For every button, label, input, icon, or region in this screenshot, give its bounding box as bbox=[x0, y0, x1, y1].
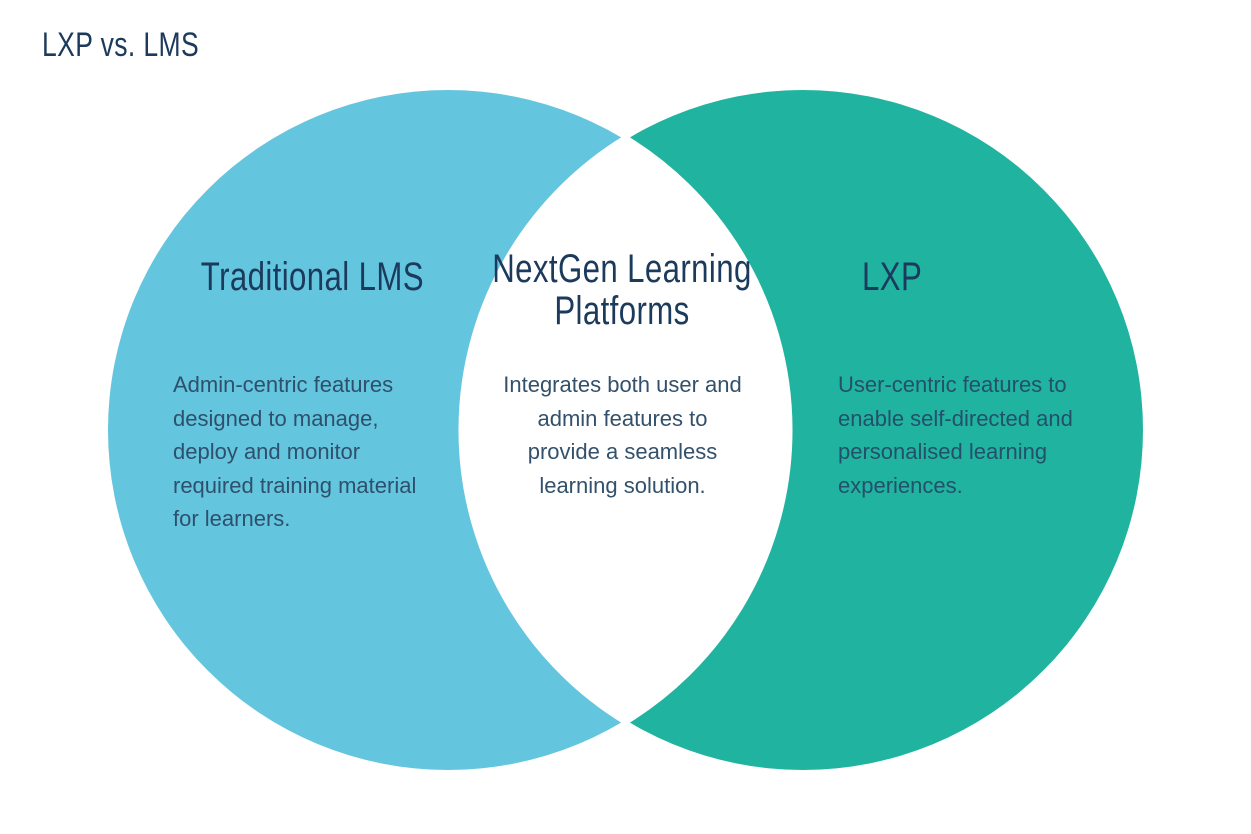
left-circle-heading: Traditional LMS bbox=[200, 255, 424, 299]
left-circle-description: Admin-centric features designed to manag… bbox=[173, 372, 417, 531]
right-circle-description: User-centric features to enable self-dir… bbox=[838, 372, 1073, 498]
center-overlap-description: Integrates both user and admin features … bbox=[503, 372, 742, 498]
center-overlap-heading: NextGen Learning Platforms bbox=[492, 247, 752, 333]
right-circle-heading: LXP bbox=[862, 255, 923, 299]
page-title: LXP vs. LMS bbox=[42, 26, 200, 64]
intersection-lens-shape bbox=[458, 135, 793, 725]
